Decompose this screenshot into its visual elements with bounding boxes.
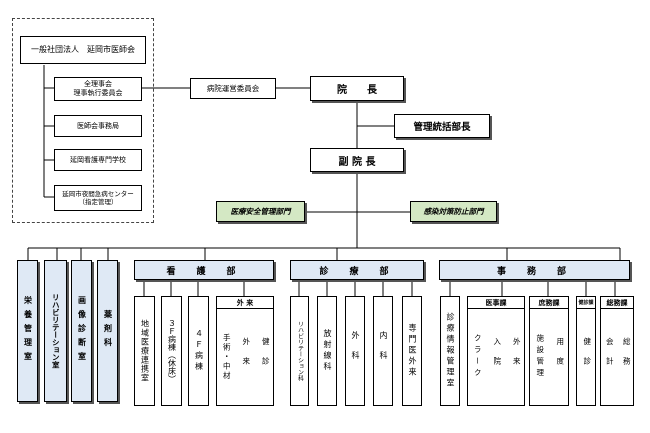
medical-affairs-clerk: クラーク [473, 333, 483, 380]
admin-group-checkup: 健診課 健診 [576, 296, 596, 406]
nursing-unit-3f: ３Ｆ病棟（休床） [161, 296, 182, 406]
dept-nutrition: 栄養管理室 [17, 260, 38, 402]
admin-group-medical-affairs: 医事課 クラーク 入院 外来 [467, 296, 525, 406]
admin-header: 事 務 部 [439, 260, 630, 280]
vice-director-box: 副 院 長 [310, 148, 404, 172]
association-item-office: 医師会事務局 [54, 115, 142, 137]
medical-header: 診 療 部 [290, 260, 424, 280]
checkup-unit: 健診 [582, 337, 592, 376]
nursing-unit-liaison: 地域医療連携室 [134, 296, 155, 406]
association-item-board: 全理事会 理事執行委員会 [54, 77, 142, 101]
outpatient-unit-checkup: 健診 [261, 337, 271, 376]
association-item-emergency: 延岡市夜間急病センター （指定管理） [54, 185, 142, 211]
admin-group-admin-affairs: 総務課 会計 総務 [600, 296, 634, 406]
admin-affairs-accounting: 会計 [605, 337, 615, 376]
general-affairs-procurement: 用度 [555, 337, 565, 376]
admin-unit-info: 診療情報管理室 [440, 296, 460, 406]
association-title: 一般社団法人 延岡市医師会 [20, 36, 146, 64]
medical-affairs-outpatient: 外来 [512, 337, 522, 376]
medical-unit-surgery: 外科 [345, 296, 365, 406]
medical-unit-internal: 内科 [373, 296, 393, 406]
general-manager-box: 管理統括部長 [394, 114, 490, 138]
medical-unit-rehab: リハビリテーション科 [290, 296, 309, 406]
dept-pharmacy: 薬剤科 [97, 260, 118, 402]
medical-unit-radiology: 放射線科 [317, 296, 337, 406]
medical-unit-specialist: 専門医外来 [402, 296, 422, 406]
admin-affairs-general: 総務 [622, 337, 632, 376]
general-affairs-caption: 庶務課 [530, 297, 568, 309]
outpatient-caption: 外 来 [217, 297, 273, 309]
outpatient-unit-surgery: 手術・中材 [222, 332, 232, 381]
nursing-outpatient-group: 外 来 手術・中材 外来 健診 [216, 296, 274, 406]
medical-affairs-inpatient: 入院 [492, 337, 502, 376]
dept-rehab: リハビリテーション室 [44, 260, 67, 402]
medical-affairs-caption: 医事課 [468, 297, 524, 309]
admin-group-general-affairs: 庶務課 施設管理 用度 [529, 296, 569, 406]
hospital-committee: 病院運営委員会 [190, 78, 276, 99]
admin-affairs-caption: 総務課 [601, 297, 633, 309]
infection-dept: 感染対策防止部門 [410, 201, 497, 222]
association-item-school: 延岡看護専門学校 [54, 149, 142, 171]
nursing-header: 看 護 部 [134, 260, 274, 280]
nursing-unit-4f: ４Ｆ病棟 [188, 296, 209, 406]
general-affairs-facility: 施設管理 [535, 333, 545, 380]
director-box: 院 長 [310, 76, 404, 101]
dept-imaging: 画像診断室 [71, 260, 92, 402]
outpatient-unit-clinic: 外来 [241, 337, 251, 376]
safety-dept: 医療安全管理部門 [216, 201, 305, 222]
checkup-caption: 健診課 [577, 297, 595, 309]
association-group [12, 18, 154, 223]
